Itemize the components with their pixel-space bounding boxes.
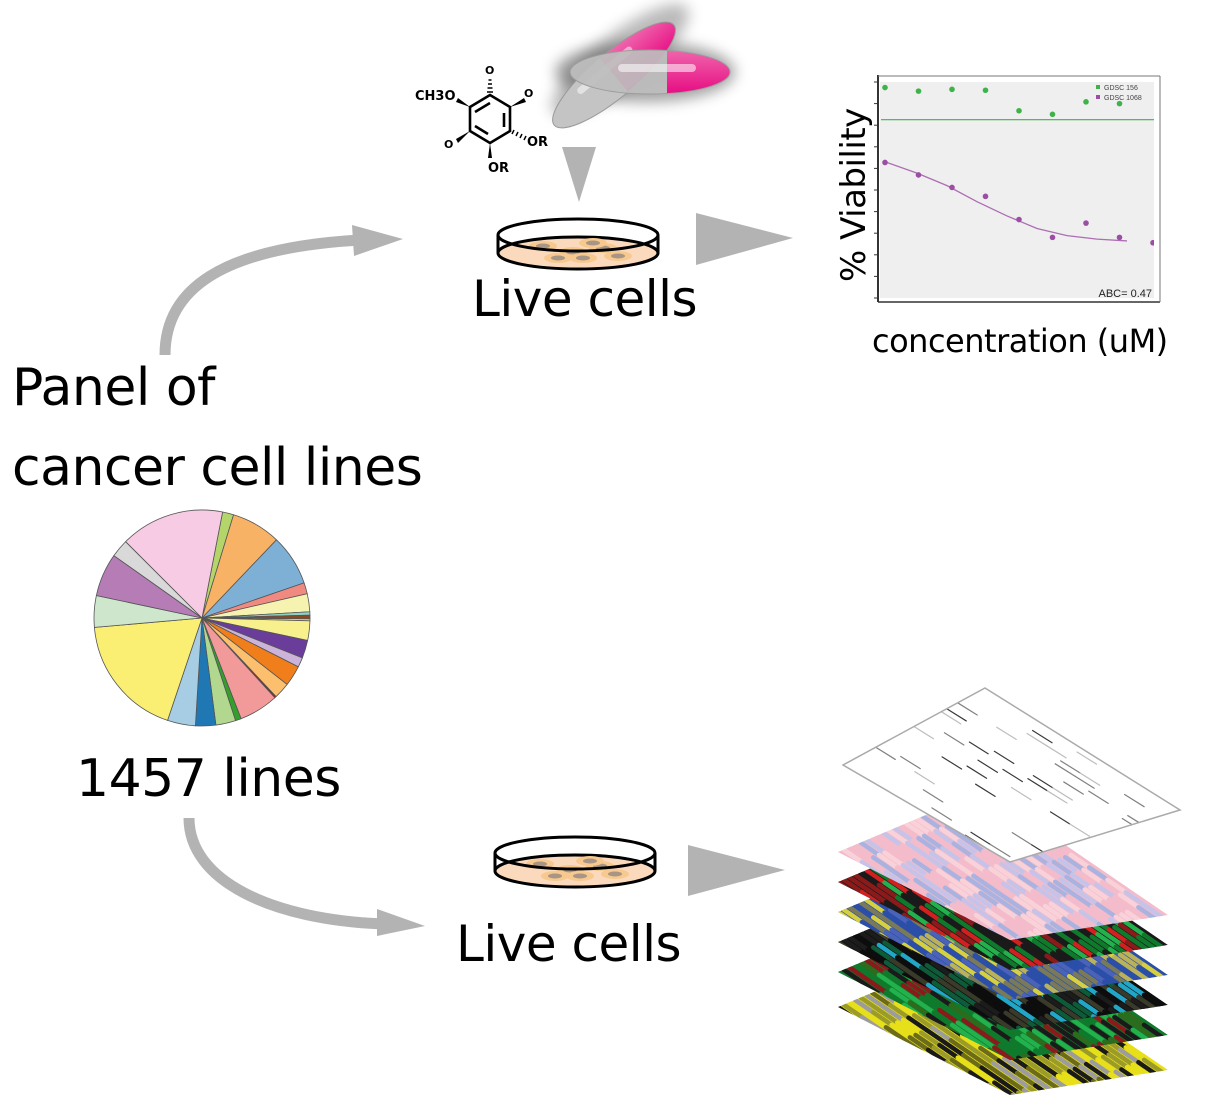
legend-label: GDSC 156 (1104, 85, 1138, 92)
y-ticks (874, 81, 878, 299)
cell-line-count: 1457 lines (76, 749, 341, 809)
arrow-drug-to-dish (562, 147, 596, 202)
cell-nucleus (548, 873, 562, 879)
molecule-substituent: CH3O (415, 89, 456, 104)
molecule-substituent: O (524, 87, 533, 100)
cell-nucleus (573, 873, 587, 879)
pie-slice (93, 617, 203, 721)
omics-layer-mutations (841, 687, 1182, 863)
plot-area (880, 82, 1154, 298)
cell-nucleus (576, 255, 590, 261)
cell-line-pie-chart (93, 509, 311, 727)
cell-nucleus (536, 243, 550, 249)
data-point (949, 184, 955, 191)
wedge-bond (456, 131, 470, 143)
data-point (882, 159, 888, 166)
cell-nucleus (608, 871, 622, 877)
data-point (1150, 239, 1154, 246)
fit-curve-gdsc-1068 (886, 161, 1128, 242)
data-point (1116, 234, 1123, 241)
data-point (1049, 111, 1056, 118)
data-point (915, 88, 922, 94)
data-point (915, 172, 922, 178)
arrow-dish-to-omics (688, 845, 785, 896)
arrow-dish-to-chart (696, 213, 793, 265)
molecule-structure-icon (468, 93, 512, 145)
data-point (1016, 107, 1022, 114)
panel-title-line2: cancer cell lines (12, 438, 423, 498)
cell-nucleus (611, 253, 625, 259)
cell-nucleus (586, 240, 600, 246)
drug-pills-icon (540, 3, 735, 142)
data-point (1083, 220, 1089, 226)
legend-swatch (1096, 85, 1100, 89)
pie-slice (125, 509, 224, 619)
data-point (982, 193, 989, 200)
molecule-substituent: OR (488, 161, 509, 176)
data-point (949, 86, 955, 93)
panel-title-line1: Panel of (12, 358, 215, 418)
arrow-to-drug-assay (159, 225, 403, 356)
data-point (1049, 234, 1056, 241)
chart-annotation: ABC= 0.47 (1098, 288, 1152, 300)
cell-nucleus (533, 861, 547, 867)
arrow-to-omics (183, 817, 425, 936)
data-point (1083, 99, 1089, 105)
chart-y-axis-label: % Viability (834, 108, 874, 282)
petri-dish-icon (493, 835, 657, 889)
live-cells-label-top: Live cells (472, 270, 698, 328)
data-point (982, 87, 989, 94)
chart-x-axis-label: concentration (uM) (872, 322, 1168, 360)
omics-layer-stack (838, 687, 1182, 1095)
wedge-bond (456, 98, 470, 107)
data-point (1116, 100, 1123, 107)
molecule-substituent: O (485, 64, 494, 77)
molecule-substituent: OR (527, 135, 548, 150)
wedge-bond (510, 98, 526, 107)
data-point (1016, 216, 1022, 223)
data-point (882, 84, 888, 91)
live-cells-label-bottom: Live cells (456, 915, 682, 973)
legend-label: GDSC 1068 (1104, 95, 1142, 102)
cell-nucleus (583, 858, 597, 864)
molecule-substituent: O (444, 138, 453, 151)
petri-dish-icon (496, 217, 660, 271)
hash-bond (487, 79, 527, 141)
wedge-bond (488, 143, 492, 158)
legend-swatch (1096, 95, 1100, 99)
cell-nucleus (551, 255, 565, 261)
